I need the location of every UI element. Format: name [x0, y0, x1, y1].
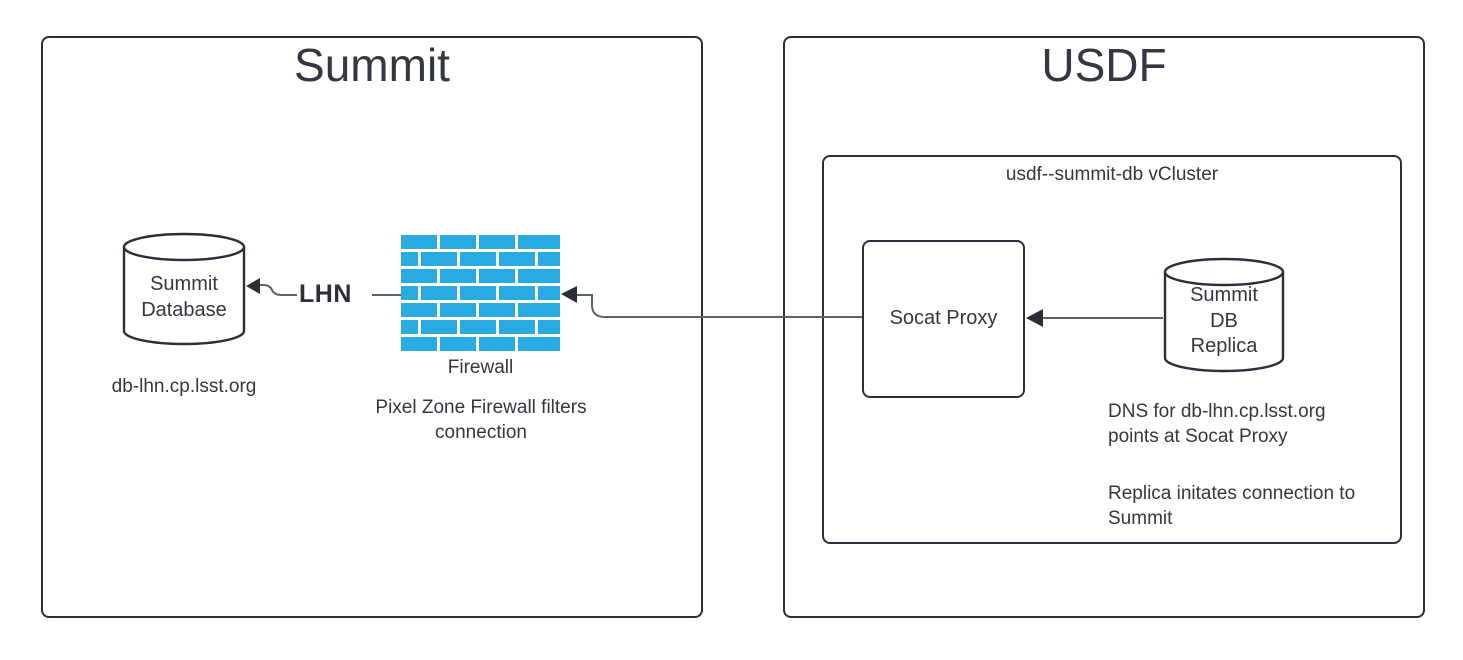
summit-database-node[interactable]: Summit Database	[122, 232, 246, 346]
usdf-zone-title: USDF	[1041, 39, 1167, 91]
brick-row	[401, 303, 560, 317]
lhn-edge-label: LHN	[299, 280, 352, 308]
firewall-node[interactable]	[401, 235, 560, 357]
summit-db-replica-node[interactable]: Summit DB Replica	[1163, 257, 1285, 373]
brick-row	[401, 320, 560, 334]
firewall-label: Firewall	[447, 357, 514, 378]
summit-zone-title: Summit	[294, 39, 450, 91]
socat-proxy-label: Socat Proxy	[889, 307, 998, 330]
brick-row	[401, 337, 560, 351]
replica-connection-caption: Replica initates connection to Summit	[1108, 483, 1356, 530]
brick-row	[401, 269, 560, 283]
firewall-caption: Pixel Zone Firewall filters connection	[375, 397, 587, 444]
summit-database-caption: db-lhn.cp.lsst.org	[111, 376, 257, 397]
socat-proxy-node[interactable]: Socat Proxy	[862, 240, 1025, 398]
brick-row	[401, 286, 560, 300]
brick-row	[401, 235, 560, 249]
usdf-vcluster-title: usdf--summit-db vCluster	[1005, 164, 1219, 185]
dns-caption: DNS for db-lhn.cp.lsst.org points at Soc…	[1108, 401, 1326, 448]
brick-row	[401, 252, 560, 266]
